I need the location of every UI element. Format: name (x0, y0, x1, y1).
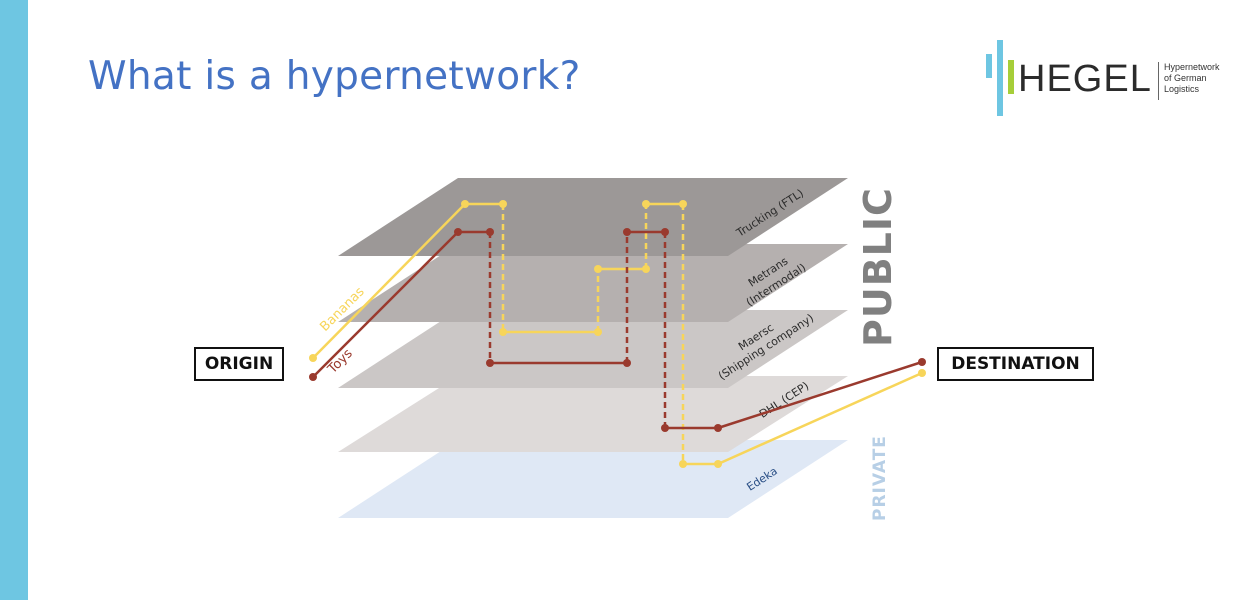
hegel-logo: HEGEL Hypernetwork of German Logistics (984, 38, 1228, 120)
route-label-toys: Toys (325, 346, 356, 377)
accent-bar (0, 0, 28, 600)
route-bananas-nodes (309, 200, 926, 468)
private-label: PRIVATE (870, 435, 890, 521)
page-title: What is a hypernetwork? (88, 54, 581, 99)
logo-wordmark: HEGEL (1018, 58, 1152, 100)
logo-divider (1158, 62, 1159, 100)
route-toys (312, 230, 923, 430)
layer-plane-dhl (338, 376, 848, 452)
logo-subtitle-line: Hypernetwork (1164, 62, 1220, 72)
hegel-logo-mark (986, 40, 1014, 116)
route-toys-nodes (309, 228, 926, 432)
public-label: PUBLIC (856, 187, 900, 347)
destination-label: DESTINATION (937, 347, 1094, 381)
layer-plane-trucking (338, 178, 848, 256)
logo-subtitle-line: Logistics (1164, 84, 1200, 94)
layer-plane-maersc (338, 310, 848, 388)
layer-plane-metrans (338, 244, 848, 322)
route-bananas (312, 202, 923, 466)
logo-subtitle-line: of German (1164, 73, 1207, 83)
origin-label: ORIGIN (194, 347, 284, 381)
logo-subtitle: Hypernetwork of German Logistics (1164, 62, 1220, 95)
layer-plane-edeka (338, 440, 848, 518)
